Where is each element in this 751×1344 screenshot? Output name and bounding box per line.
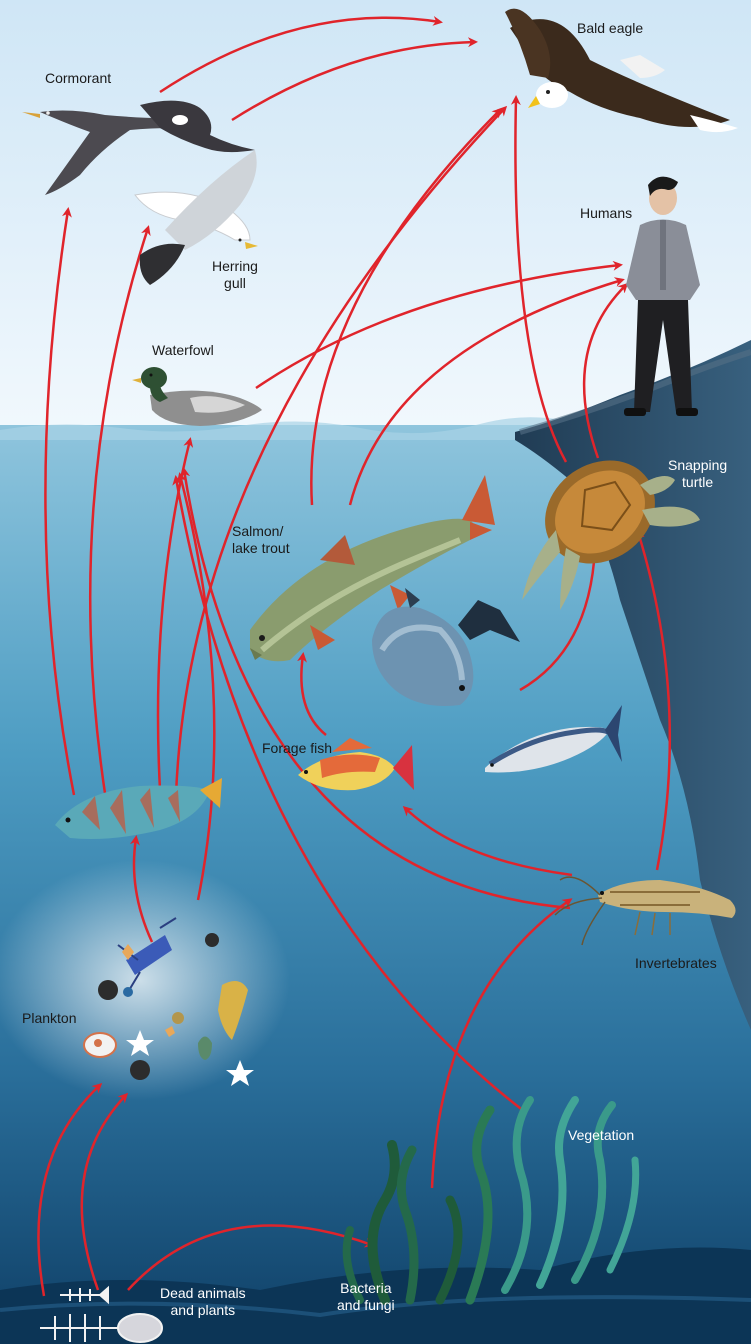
label-vegetation: Vegetation	[568, 1127, 634, 1144]
label-humans: Humans	[580, 205, 632, 222]
label-dead-animals-plants: Dead animals and plants	[160, 1285, 246, 1319]
label-herring-gull: Herring gull	[212, 258, 258, 292]
label-snapping-turtle: Snapping turtle	[668, 457, 727, 491]
label-invertebrates: Invertebrates	[635, 955, 717, 972]
label-plankton: Plankton	[22, 1010, 76, 1027]
label-waterfowl: Waterfowl	[152, 342, 214, 359]
label-bald-eagle: Bald eagle	[577, 20, 643, 37]
label-cormorant: Cormorant	[45, 70, 111, 87]
label-salmon-trout: Salmon/ lake trout	[232, 523, 290, 557]
label-bacteria-fungi: Bacteria and fungi	[337, 1280, 395, 1314]
label-forage-fish: Forage fish	[262, 740, 332, 757]
